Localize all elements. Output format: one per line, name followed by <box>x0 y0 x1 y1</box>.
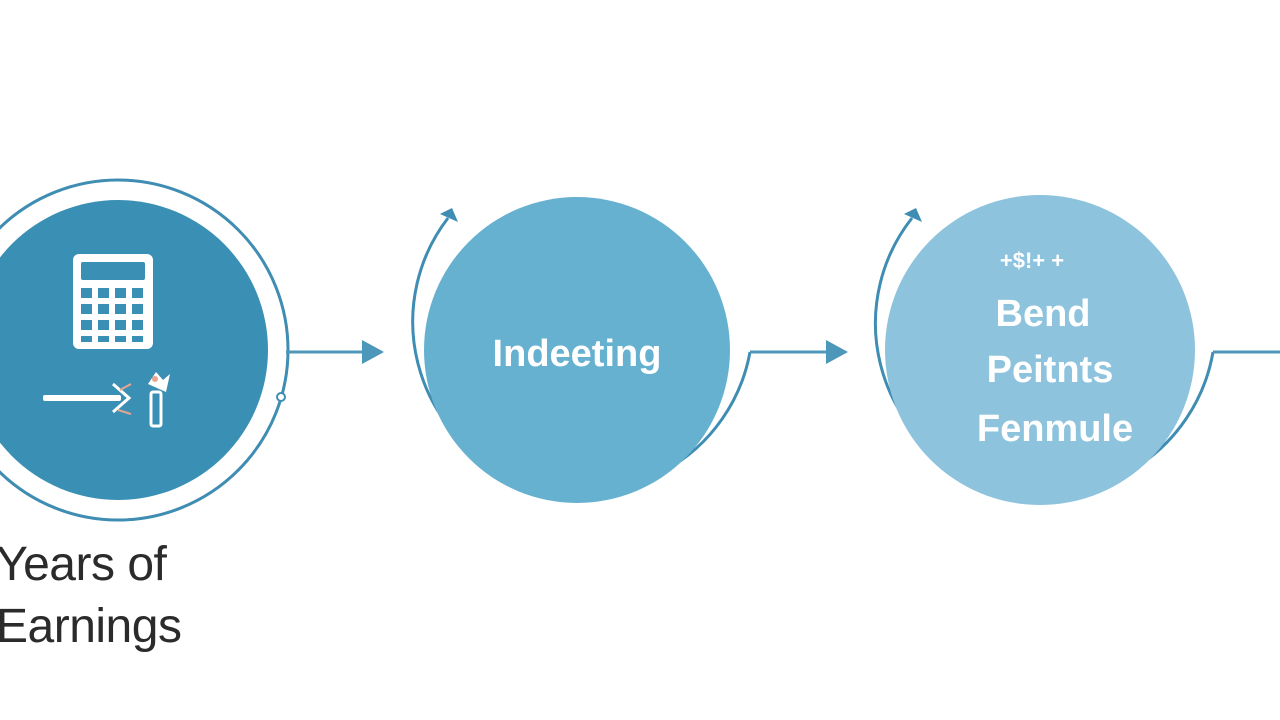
step-1-caption: Years of Earnings <box>0 534 296 658</box>
step-2: Indeeting <box>411 197 752 503</box>
pencil-arrow-icon <box>43 372 170 428</box>
step-1-ring-end-dot <box>276 392 286 402</box>
step-1 <box>0 178 290 522</box>
connector-arrow-2 <box>750 340 848 364</box>
step-3-label-line-2: Peitnts <box>987 349 1114 391</box>
step-3-ring-cap <box>904 208 922 222</box>
step-3: +$!+ + Bend Peitnts Fenmule <box>874 195 1215 505</box>
caption-line-1: Years of <box>0 538 167 591</box>
step-2-ring-cap <box>440 208 458 222</box>
step-2-label: Indeeting <box>493 333 662 375</box>
step-3-label-line-3: Fenmule <box>977 408 1133 450</box>
step-1-circle <box>0 200 268 500</box>
caption-line-2: Earnings <box>0 600 182 653</box>
calculator-icon <box>73 254 153 349</box>
step-3-circle <box>885 195 1195 505</box>
step-2-circle <box>424 197 730 503</box>
step-1-outer-ring <box>0 178 290 522</box>
connector-arrow-1 <box>286 340 384 364</box>
step-3-label-line-1: Bend <box>996 293 1091 335</box>
step-3-decorative-text: +$!+ + <box>1000 248 1064 273</box>
